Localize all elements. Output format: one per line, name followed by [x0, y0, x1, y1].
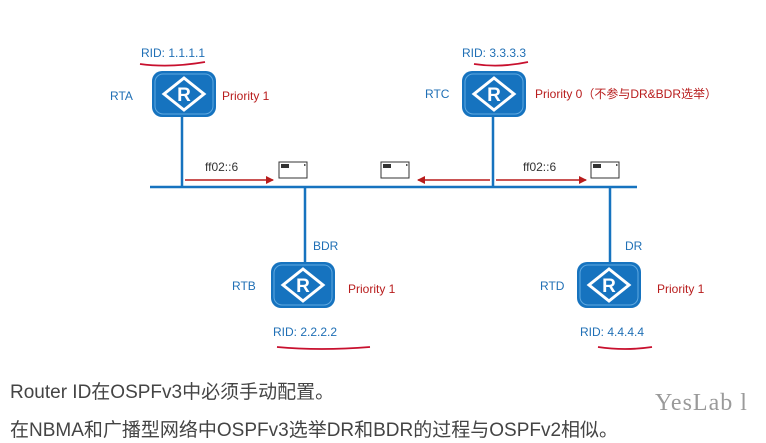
- router-priority-rtd: Priority 1: [657, 282, 705, 296]
- router-priority-rta: Priority 1: [222, 89, 270, 103]
- note-router-id: Router ID在OSPFv3中必须手动配置。: [10, 382, 335, 403]
- router-icon: [460, 69, 528, 119]
- router-rid-rtd: RID: 4.4.4.4: [580, 325, 644, 339]
- envelope-icon: [278, 161, 308, 179]
- router-rid-rtc: RID: 3.3.3.3: [462, 46, 526, 60]
- router-role-rtb: BDR: [313, 239, 339, 253]
- router-name-rta: RTA: [110, 89, 133, 103]
- rid-underline-rtb: [276, 346, 371, 350]
- rid-underline-rtd: [597, 346, 653, 350]
- watermark: YesLab l: [655, 390, 748, 416]
- router-icon: [575, 260, 643, 310]
- router-name-rtc: RTC: [425, 87, 450, 101]
- router-rtb: BDR RTB Priority 1 RID: 2.2.2.2: [232, 239, 396, 350]
- multicast-label-right: ff02::6: [523, 160, 556, 174]
- router-rtc: RID: 3.3.3.3 RTC Priority 0（不参与DR&BDR选举）: [425, 46, 717, 119]
- router-role-rtd: DR: [625, 239, 643, 253]
- router-icon: [269, 260, 337, 310]
- router-priority-rtb: Priority 1: [348, 282, 396, 296]
- router-rta: RID: 1.1.1.1 RTA Priority 1: [110, 46, 270, 119]
- router-rid-rtb: RID: 2.2.2.2: [273, 325, 337, 339]
- router-name-rtd: RTD: [540, 279, 565, 293]
- router-name-rtb: RTB: [232, 279, 256, 293]
- envelope-icon: [380, 161, 410, 179]
- router-icon: [150, 69, 218, 119]
- rid-underline-rtc: [473, 61, 529, 67]
- multicast-label-left: ff02::6: [205, 160, 238, 174]
- router-priority-rtc: Priority 0（不参与DR&BDR选举）: [535, 86, 717, 101]
- router-rtd: DR RTD Priority 1 RID: 4.4.4.4: [540, 239, 705, 350]
- note-dr-bdr-election: 在NBMA和广播型网络中OSPFv3选举DR和BDR的过程与OSPFv2相似。: [10, 420, 619, 441]
- rid-underline-rta: [139, 61, 206, 67]
- router-rid-rta: RID: 1.1.1.1: [141, 46, 205, 60]
- envelope-icon: [590, 161, 620, 179]
